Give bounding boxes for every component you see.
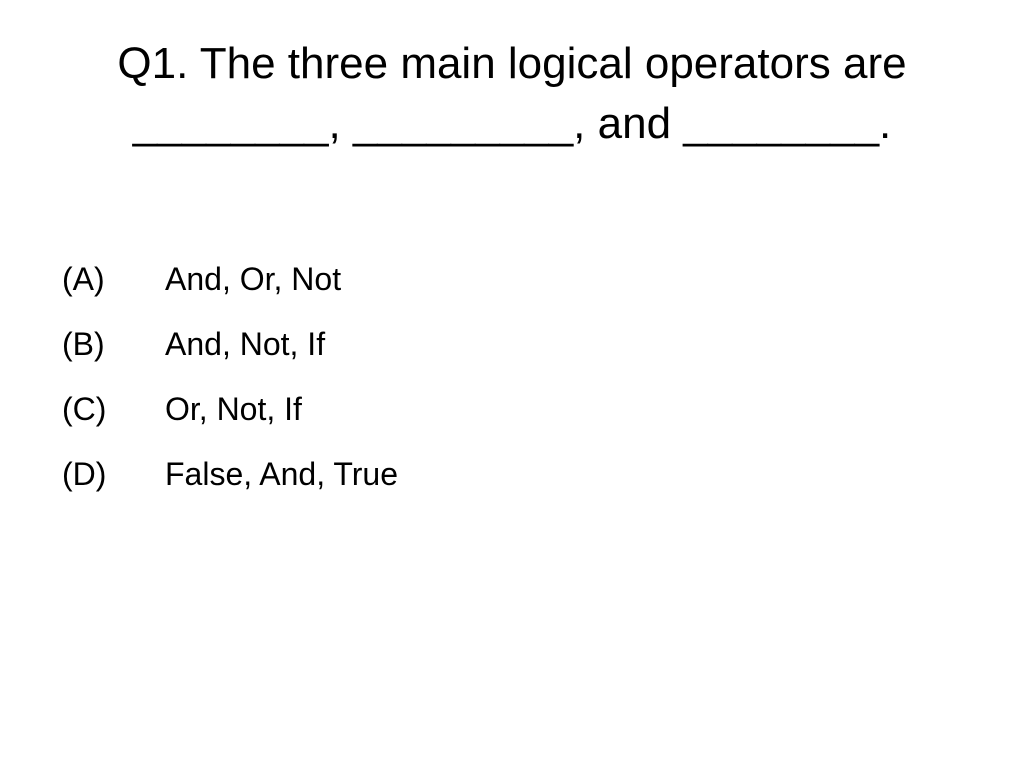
option-text: False, And, True bbox=[165, 456, 399, 492]
option-d: (D) False, And, True bbox=[62, 447, 398, 512]
answer-options-list: (A) And, Or, Not (B) And, Not, If (C) Or… bbox=[62, 252, 398, 512]
option-label: (D) bbox=[62, 456, 107, 492]
question-title: Q1. The three main logical operators are… bbox=[30, 34, 994, 154]
question-line-2: ________, _________, and ________. bbox=[132, 99, 892, 148]
option-b: (B) And, Not, If bbox=[62, 317, 398, 382]
option-label: (A) bbox=[62, 261, 105, 297]
question-line-1: Q1. The three main logical operators are bbox=[117, 39, 907, 88]
option-text: And, Not, If bbox=[165, 326, 326, 362]
option-text: And, Or, Not bbox=[165, 261, 342, 297]
option-label: (C) bbox=[62, 391, 107, 427]
option-text: Or, Not, If bbox=[165, 391, 302, 427]
option-c: (C) Or, Not, If bbox=[62, 382, 398, 447]
option-label: (B) bbox=[62, 326, 105, 362]
option-a: (A) And, Or, Not bbox=[62, 252, 398, 317]
